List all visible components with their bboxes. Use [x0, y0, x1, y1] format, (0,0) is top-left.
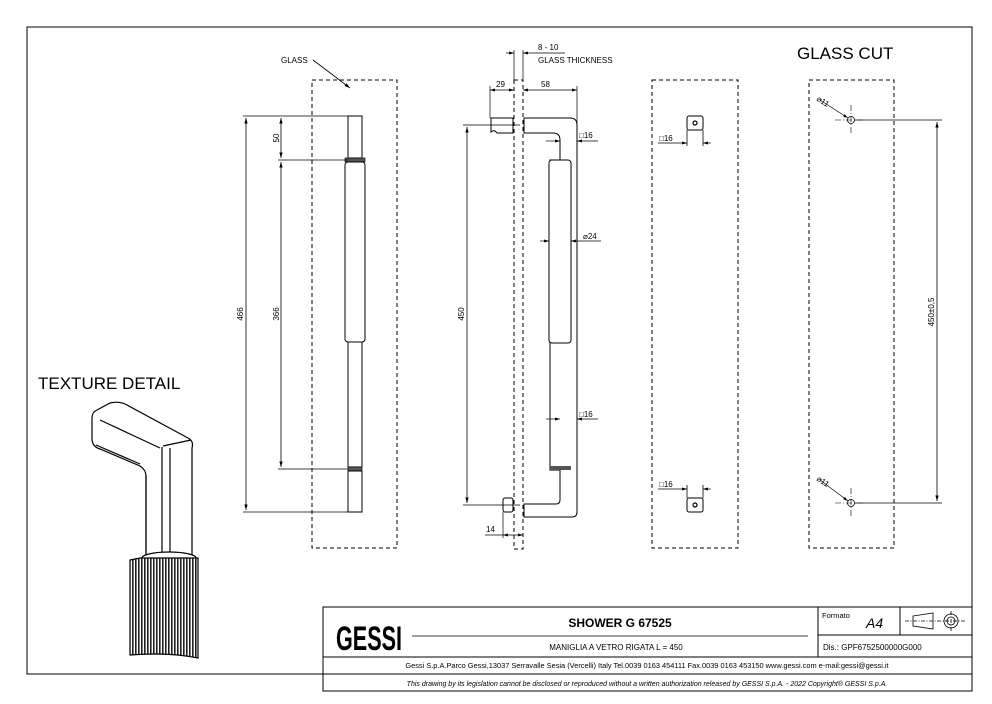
- dim-spacer-width: 14: [486, 525, 495, 534]
- disclaimer: This drawing by its legislation cannot b…: [407, 680, 888, 688]
- dim-square-top: □16: [579, 131, 593, 140]
- format-value: A4: [865, 615, 883, 631]
- dim-top-offset: 50: [272, 133, 281, 142]
- glass-cut-heading: GLASS CUT: [797, 44, 893, 63]
- texture-detail-illustration: [91, 401, 199, 659]
- glass-section: [513, 79, 524, 550]
- dim-outer-depth: 58: [541, 80, 550, 89]
- dim-square-bottom: □16: [579, 410, 593, 419]
- glass-thickness-label: GLASS THICKNESS: [538, 56, 613, 65]
- side-view: 8 - 10 GLASS THICKNESS 29 58 450 □16 ⌀24…: [457, 43, 613, 550]
- dim-inner-depth: 29: [496, 80, 505, 89]
- mount-square-top: □16: [659, 134, 673, 143]
- dim-grip-diameter: ⌀24: [583, 232, 597, 241]
- texture-detail-heading: TEXTURE DETAIL: [38, 374, 180, 393]
- mount-square-bottom: □16: [659, 480, 673, 489]
- format-label: Formato: [822, 611, 850, 620]
- dim-fixing-distance: 450: [457, 307, 466, 321]
- glass-thickness-value: 8 - 10: [538, 43, 559, 52]
- glass-outline: [311, 79, 398, 549]
- product-title: SHOWER G 67525: [568, 616, 672, 630]
- company-info: Gessi S.p.A.Parco Gessi,13037 Serravalle…: [405, 661, 888, 670]
- mount-view: □16 □16: [651, 79, 739, 549]
- dim-hole-distance: 450±0,5: [927, 297, 936, 326]
- drawing-number: Dis.: GPF6752500000G000: [823, 643, 922, 652]
- dim-grip-length: 366: [272, 307, 281, 321]
- glass-cut-view: GLASS CUT ⌀11 ⌀11 450±0,5: [797, 44, 942, 549]
- title-block: GESSI SHOWER G 67525 MANIGLIA A VETRO RI…: [322, 606, 973, 692]
- dim-overall-height: 466: [236, 307, 245, 321]
- gessi-logo: GESSI: [336, 620, 402, 658]
- projection-symbol-icon: [905, 611, 966, 631]
- product-description: MANIGLIA A VETRO RIGATA L = 450: [549, 643, 683, 652]
- front-view: GLASS 466 50 366: [236, 56, 398, 549]
- glass-cut-hole-top: ⌀11: [815, 94, 831, 109]
- glass-label: GLASS: [281, 56, 308, 65]
